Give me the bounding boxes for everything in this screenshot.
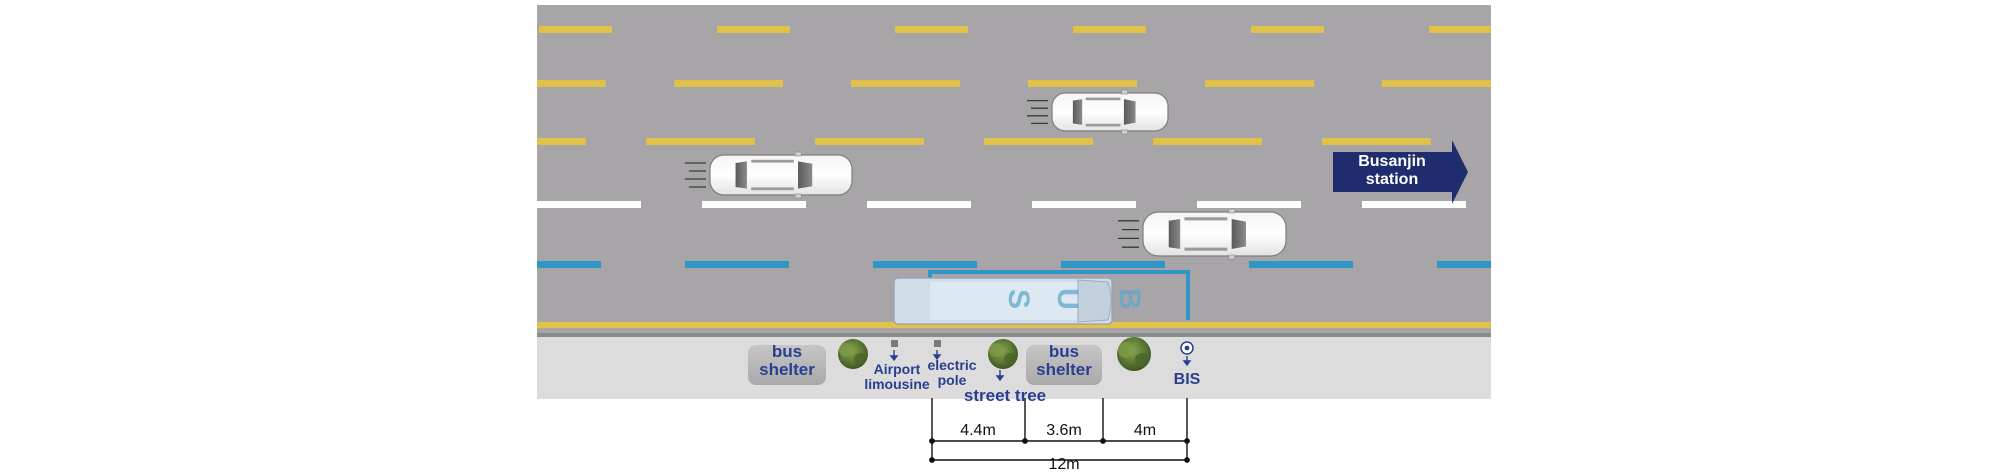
bus-letter-b: B: [1112, 288, 1146, 310]
direction-sign-label: Busanjin station: [1333, 153, 1451, 190]
lane-dash: [1028, 80, 1137, 87]
lane-dash: [702, 201, 806, 208]
lane-dash: [685, 261, 789, 268]
lane-dash: [1153, 138, 1262, 145]
lane-dash: [1362, 201, 1466, 208]
airport-limousine-line-1: Airport: [873, 361, 921, 377]
bis-label: BIS: [1173, 371, 1201, 388]
lane-dash: [895, 26, 968, 33]
lane-dash: [539, 26, 612, 33]
bus-shelter-1: [748, 345, 826, 385]
lane-dash: [873, 261, 977, 268]
yellow-lane-line-2: [537, 80, 1491, 87]
street-tree-3: [1117, 337, 1151, 371]
lane-dash: [1061, 261, 1165, 268]
bus-shelter-2-label: bus shelter: [1026, 343, 1102, 379]
car-1: [1027, 89, 1169, 135]
lane-dash: [537, 138, 586, 145]
bus-shelter-1-line-1: bus: [771, 342, 803, 361]
yellow-lane-line-1: [539, 26, 1491, 33]
street-tree-2: [988, 339, 1018, 369]
lane-dash: [537, 201, 641, 208]
street-tree-1: [838, 339, 868, 369]
lane-dash: [1251, 26, 1324, 33]
lane-dash: [984, 138, 1093, 145]
bus-shelter-1-label: bus shelter: [748, 343, 826, 379]
dimension-label-segment-2: 3.6m: [1046, 422, 1082, 439]
dimension-label-segment-3: 4m: [1133, 422, 1157, 439]
pointer-arrows: [889, 350, 1192, 382]
yellow-lane-line-3: [537, 138, 1431, 145]
lane-dash: [646, 138, 755, 145]
direction-sign-line-1: Busanjin: [1358, 153, 1426, 170]
lane-dash: [851, 80, 960, 87]
lane-dash: [537, 261, 601, 268]
bus-lane-line: [537, 261, 1491, 268]
lane-dash: [537, 80, 606, 87]
lane-dash: [1429, 26, 1491, 33]
lane-dash: [1032, 201, 1136, 208]
lane-dash: [1205, 80, 1314, 87]
curb: [537, 333, 1491, 337]
lane-dash: [717, 26, 790, 33]
bus: [893, 277, 1113, 325]
direction-sign-line-2: station: [1365, 171, 1419, 189]
electric-pole-line-1: electric: [927, 357, 977, 373]
airport-limousine-label: Airport limousine: [857, 362, 937, 391]
lane-dash: [1437, 261, 1491, 268]
dimension-lines: [929, 398, 1190, 463]
car-2: [685, 151, 853, 199]
bus-letter-s: S: [1002, 288, 1036, 310]
electric-pole-line-2: pole: [937, 371, 967, 388]
lane-dash: [1382, 80, 1491, 87]
dimension-label-segment-1: 4.4m: [960, 422, 996, 439]
airport-limousine-line-2: limousine: [864, 375, 930, 392]
street-tree-label: street tree: [963, 386, 1047, 405]
lane-dash: [1322, 138, 1431, 145]
bus-shelter-2: [1026, 345, 1102, 385]
yellow-curb-line: [537, 322, 1491, 328]
lane-dash: [815, 138, 924, 145]
car-3: [1118, 208, 1287, 260]
bis-terminal-icon: [1180, 341, 1194, 355]
white-lane-line: [537, 201, 1466, 208]
bus-shelter-1-line-2: shelter: [759, 359, 815, 379]
direction-arrow-sign: [1333, 140, 1468, 204]
lane-dash: [1197, 201, 1301, 208]
lane-markings: [537, 26, 1491, 328]
bus-shelter-2-line-1: bus: [1048, 342, 1080, 361]
electric-pole-icon: [934, 340, 941, 347]
bus-shelter-2-line-2: shelter: [1036, 359, 1092, 379]
cars: [685, 89, 1287, 260]
airport-limousine-sign-icon: [891, 340, 898, 347]
lane-dash: [867, 201, 971, 208]
dimension-label-total: 12m: [1048, 456, 1080, 473]
lane-dash: [1249, 261, 1353, 268]
electric-pole-label: electric pole: [917, 358, 987, 387]
bus-letter-u: U: [1050, 288, 1084, 310]
lane-dash: [674, 80, 783, 87]
lane-dash: [1073, 26, 1146, 33]
